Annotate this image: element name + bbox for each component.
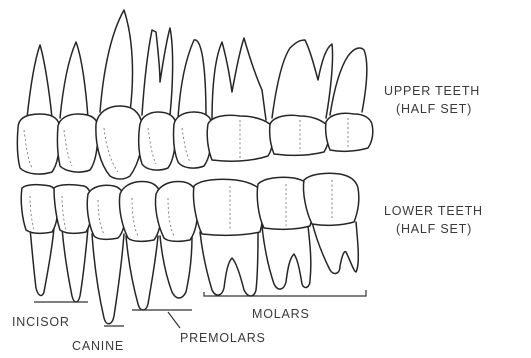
lower-teeth-label: LOWER TEETH xyxy=(384,204,483,218)
upper-first-premolar-root xyxy=(142,28,173,115)
upper-third-molar-root xyxy=(330,48,367,115)
incisor-label: INCISOR xyxy=(12,315,70,329)
canine-label: CANINE xyxy=(72,339,124,353)
lower-first-molar-crown xyxy=(193,179,263,235)
upper-second-premolar-crown xyxy=(173,112,212,168)
lower-central-incisor-root xyxy=(30,228,54,295)
upper-first-molar-root xyxy=(212,38,266,122)
upper-teeth-row xyxy=(17,10,372,179)
lower-first-premolar-root xyxy=(126,236,158,310)
upper-lateral-incisor-root xyxy=(60,42,88,118)
lower-second-premolar-root xyxy=(160,236,192,298)
molars-label: MOLARS xyxy=(252,307,310,321)
upper-second-premolar-root xyxy=(178,40,206,118)
upper-roots xyxy=(27,10,367,122)
lower-second-premolar-crown xyxy=(155,182,198,242)
lower-third-molar-root xyxy=(312,222,358,273)
upper-lateral-incisor-crown xyxy=(57,114,98,172)
upper-second-molar-crown xyxy=(270,115,329,155)
lower-teeth-row xyxy=(21,173,359,324)
premolars-pointer xyxy=(168,312,180,328)
upper-central-incisor-crown xyxy=(17,114,60,174)
molars-bracket xyxy=(204,290,366,296)
upper-crowns xyxy=(17,106,372,179)
group-brackets xyxy=(34,290,366,328)
upper-first-premolar-crown xyxy=(139,112,176,170)
lower-canine-root xyxy=(92,234,124,324)
upper-central-incisor-root xyxy=(27,45,52,118)
upper-canine-crown xyxy=(96,106,143,179)
upper-teeth-sublabel: (HALF SET) xyxy=(396,102,472,116)
lower-second-molar-root xyxy=(262,226,311,289)
upper-teeth-label: UPPER TEETH xyxy=(384,84,480,98)
lower-central-incisor-crown xyxy=(21,185,58,234)
lower-first-molar-root xyxy=(200,232,258,296)
upper-second-molar-root xyxy=(272,40,333,118)
upper-canine-root xyxy=(100,10,132,112)
lower-lateral-incisor-root xyxy=(62,228,88,302)
lower-teeth-sublabel: (HALF SET) xyxy=(396,222,472,236)
lower-lateral-incisor-crown xyxy=(54,185,92,234)
lower-third-molar-crown xyxy=(303,173,358,225)
premolars-label: PREMOLARS xyxy=(180,331,266,345)
upper-third-molar-crown xyxy=(326,113,373,151)
